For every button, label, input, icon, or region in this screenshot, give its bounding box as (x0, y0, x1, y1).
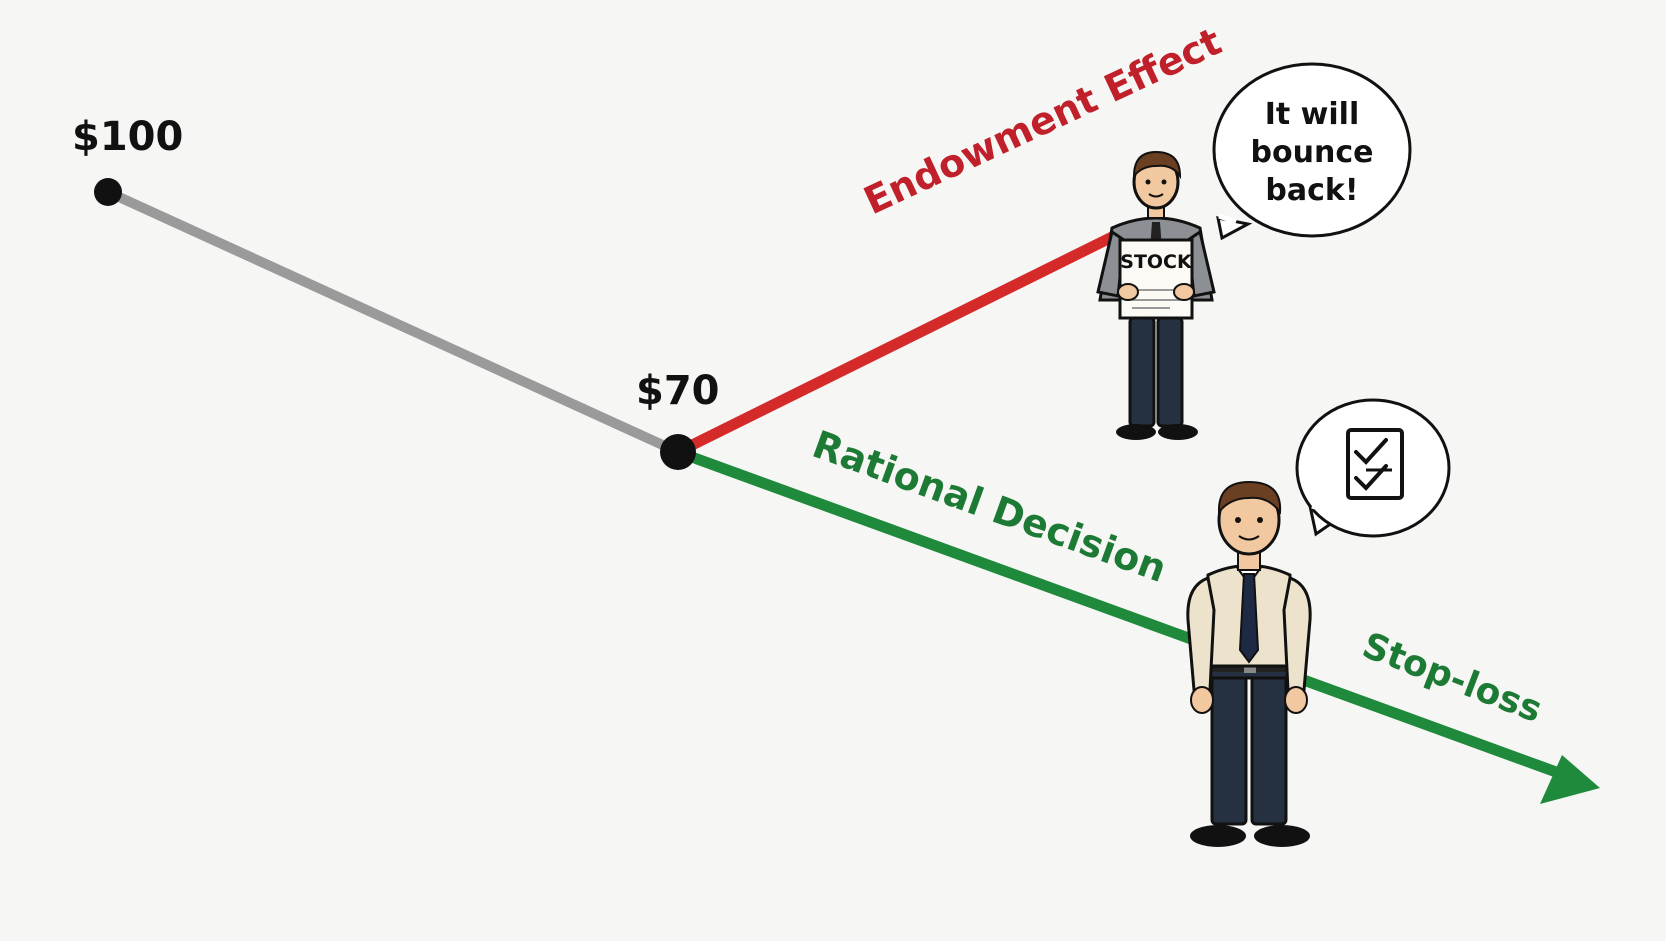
rational-line (676, 446, 1580, 786)
seller-person (1186, 480, 1312, 847)
stock-sign-label: STOCK (1120, 251, 1193, 273)
price-mid-label: $70 (636, 368, 720, 414)
checklist-icon (1346, 428, 1404, 500)
speech-line-1: It will (1265, 97, 1360, 132)
point-start (94, 178, 122, 206)
speech-line-3: back! (1265, 173, 1358, 208)
price-start-label: $100 (72, 114, 183, 160)
endowment-line (672, 231, 1118, 458)
decline-line (103, 187, 683, 457)
speech-line-2: bounce (1251, 135, 1374, 170)
thought-bubble (1295, 398, 1451, 538)
stock-certificate (1118, 238, 1194, 320)
arrowhead-icon (1540, 755, 1600, 804)
point-mid (660, 434, 696, 470)
speech-bubble: It will bounce back! (1212, 62, 1412, 241)
holder-person: STOCK (1096, 150, 1216, 440)
